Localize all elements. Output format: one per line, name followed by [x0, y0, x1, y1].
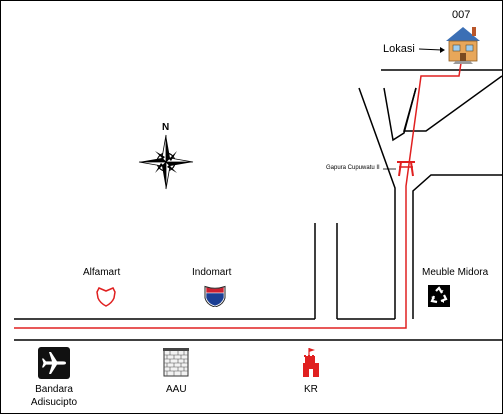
alfamart-label: Alfamart: [83, 267, 121, 278]
road-y-right: [403, 75, 502, 132]
lokasi-pointer: [418, 48, 443, 51]
compass-rose-icon: [138, 134, 194, 190]
bandara-label-line1: Bandara: [35, 384, 73, 395]
compass-north-label: N: [162, 122, 170, 133]
castle-icon: [303, 348, 319, 377]
road-y-right-upper: [383, 87, 417, 142]
road-right-lower: [412, 174, 502, 319]
interstate-shield-icon: [204, 285, 226, 307]
lokasi-pointer-arrow: [440, 47, 445, 53]
kr-label: KR: [304, 384, 318, 395]
recycle-icon: [428, 285, 450, 307]
destination-label: Lokasi: [383, 43, 415, 55]
indomart-label: Indomart: [192, 267, 232, 278]
house-icon: [446, 27, 480, 64]
gapura-label: Gapura Cupuwatu II: [326, 165, 380, 171]
bandara-label-line2: Adisucipto: [30, 397, 78, 408]
aau-label: AAU: [166, 384, 187, 395]
road-y-left: [358, 87, 396, 319]
airplane-icon: [38, 347, 70, 379]
shield-icon: [96, 287, 116, 307]
route-line: [14, 62, 462, 329]
gate-icon: [397, 161, 415, 177]
brick-building-icon: [163, 348, 189, 377]
meuble-label: Meuble Midora: [422, 267, 489, 278]
destination-number: 007: [452, 9, 471, 21]
bandara-label: Bandara Adisucipto: [19, 383, 89, 409]
